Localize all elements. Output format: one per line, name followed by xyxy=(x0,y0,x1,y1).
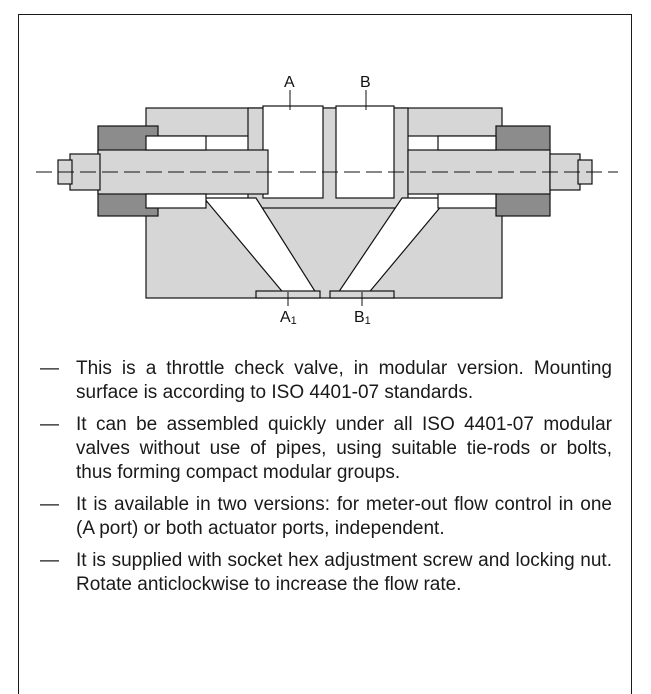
description-text: It can be assembled quickly under all IS… xyxy=(76,414,612,483)
content-frame xyxy=(18,14,632,694)
port-label-b1-main: B xyxy=(354,309,365,326)
bullet-dash: — xyxy=(40,414,59,435)
right-spring-top xyxy=(437,135,497,151)
bullet-dash: — xyxy=(40,358,59,379)
valve-cross-section-svg: A B A1 B1 xyxy=(36,74,618,327)
description-item: — It is available in two versions: for me… xyxy=(40,493,612,541)
port-a-channel xyxy=(262,105,324,199)
port-leaders xyxy=(287,90,367,306)
port-label-b1: B1 xyxy=(354,309,371,327)
left-spring-top xyxy=(145,135,207,151)
port-label-a1-sub: 1 xyxy=(291,315,297,327)
right-throttle xyxy=(407,125,593,217)
port-b-channel xyxy=(335,105,395,199)
port-label-b1-sub: 1 xyxy=(365,315,371,327)
description-text: This is a throttle check valve, in modul… xyxy=(76,358,612,403)
port-label-a1: A1 xyxy=(280,309,297,327)
description-text: It is supplied with socket hex adjustmen… xyxy=(76,550,612,595)
port-channels xyxy=(202,105,450,297)
description-item: — It can be assembled quickly under all I… xyxy=(40,413,612,485)
port-label-b: B xyxy=(360,74,371,91)
left-spring-bottom xyxy=(145,193,207,209)
bullet-dash: — xyxy=(40,550,59,571)
right-spring-bottom xyxy=(437,193,497,209)
description-item: — This is a throttle check valve, in modu… xyxy=(40,357,612,405)
description-item: — It is supplied with socket hex adjustme… xyxy=(40,549,612,597)
description-list: — This is a throttle check valve, in modu… xyxy=(40,357,612,605)
port-label-a: A xyxy=(284,74,295,91)
valve-cross-section-drawing: A B A1 B1 xyxy=(18,70,632,330)
bullet-dash: — xyxy=(40,494,59,515)
lower-body xyxy=(145,201,503,299)
description-text: It is available in two versions: for met… xyxy=(76,494,612,539)
port-label-a1-main: A xyxy=(280,309,291,326)
